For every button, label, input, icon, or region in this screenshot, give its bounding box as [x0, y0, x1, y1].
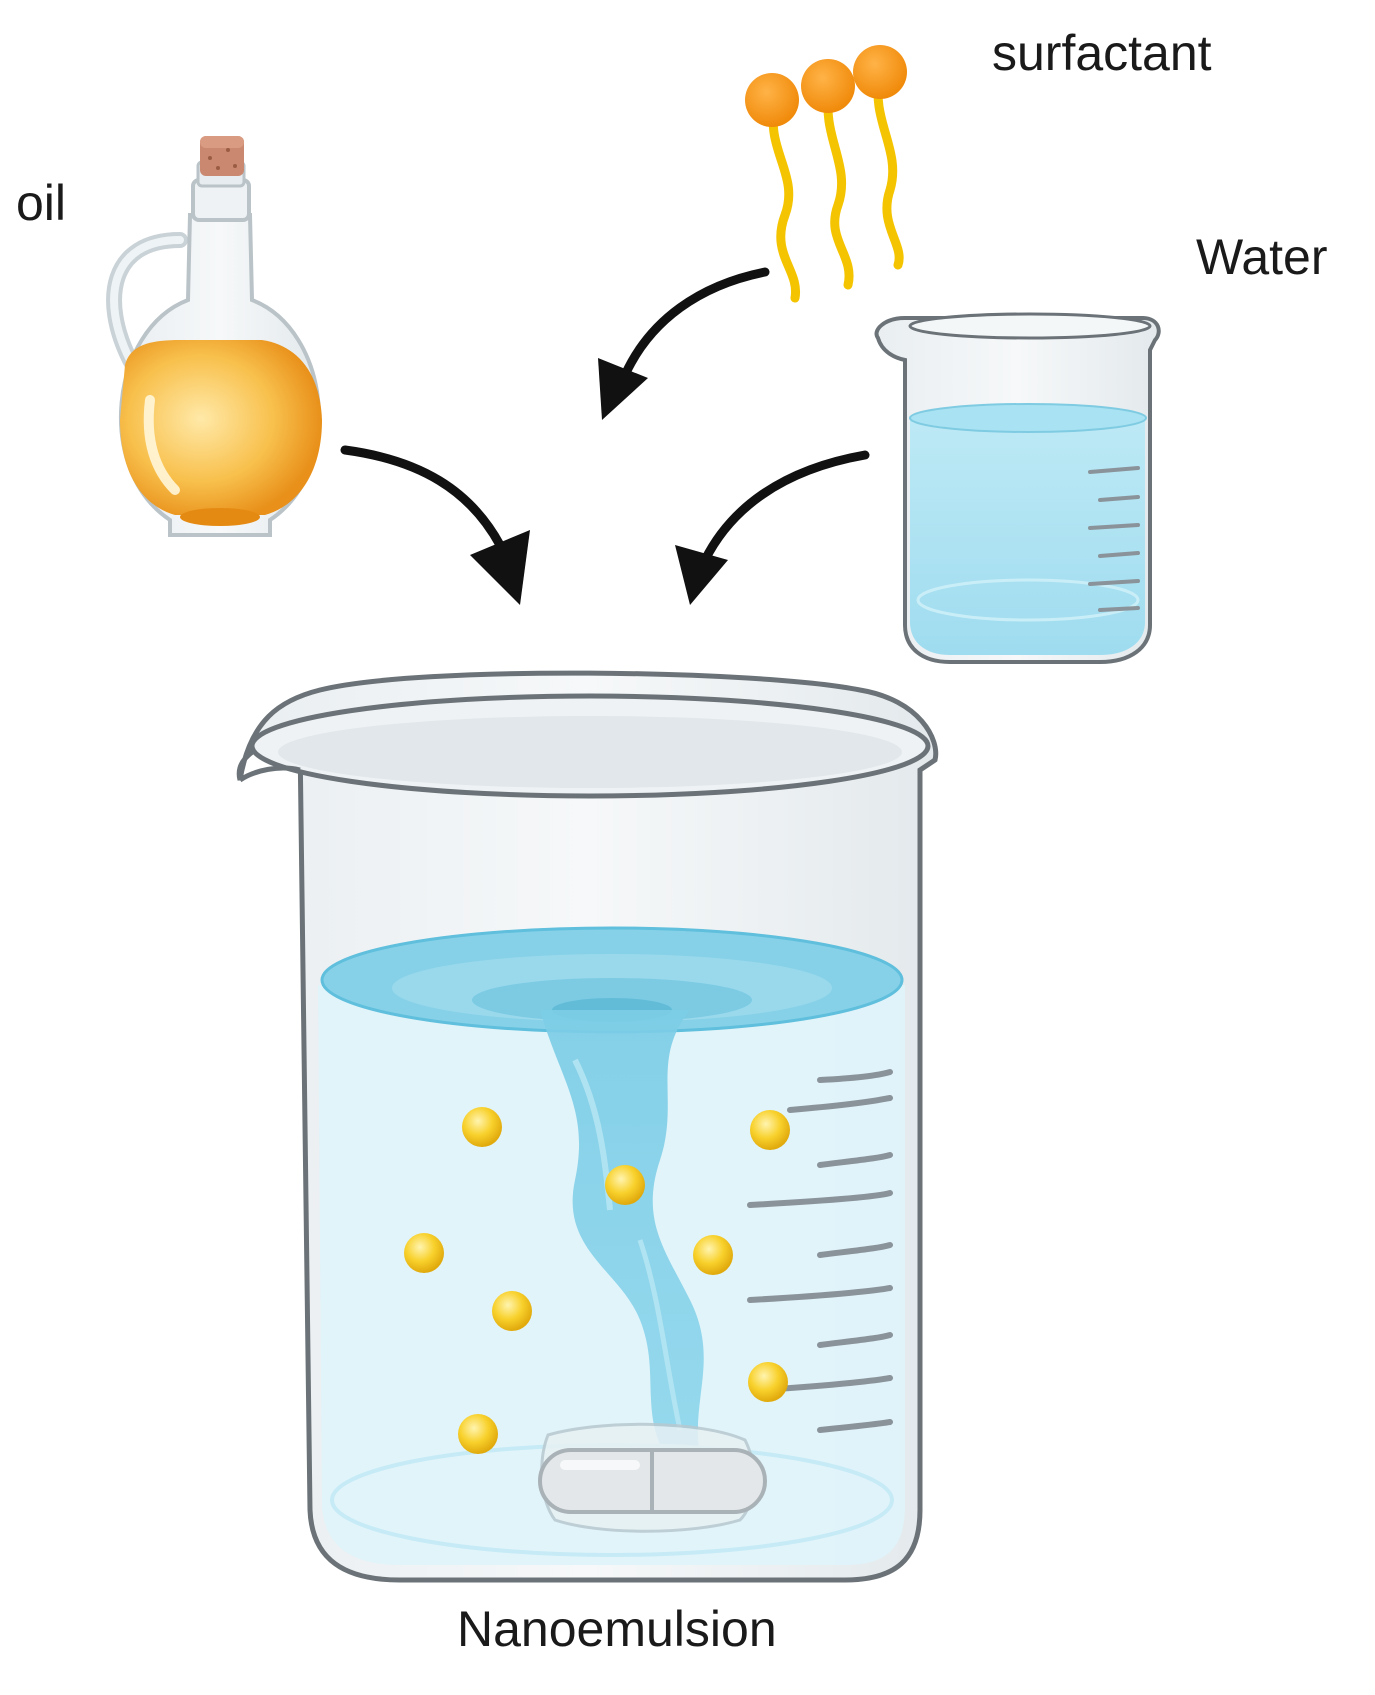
stir-bar-icon: [538, 1422, 767, 1533]
oil-droplets: [404, 1107, 790, 1454]
vortex-beaker-icon: [236, 670, 939, 1583]
oil-label: oil: [16, 175, 67, 231]
oil-bottle-icon: [106, 136, 322, 537]
nanoemulsion-label: Nanoemulsion: [457, 1601, 777, 1657]
arrow-water-to-beaker: [675, 450, 870, 605]
surfactant-label: surfactant: [992, 25, 1212, 81]
arrow-oil-to-beaker: [340, 445, 530, 605]
water-beaker-icon: [874, 312, 1161, 664]
surfactant-molecule-icon: [745, 45, 907, 303]
arrow-surfactant-down: [598, 267, 770, 420]
water-label: Water: [1196, 229, 1328, 285]
